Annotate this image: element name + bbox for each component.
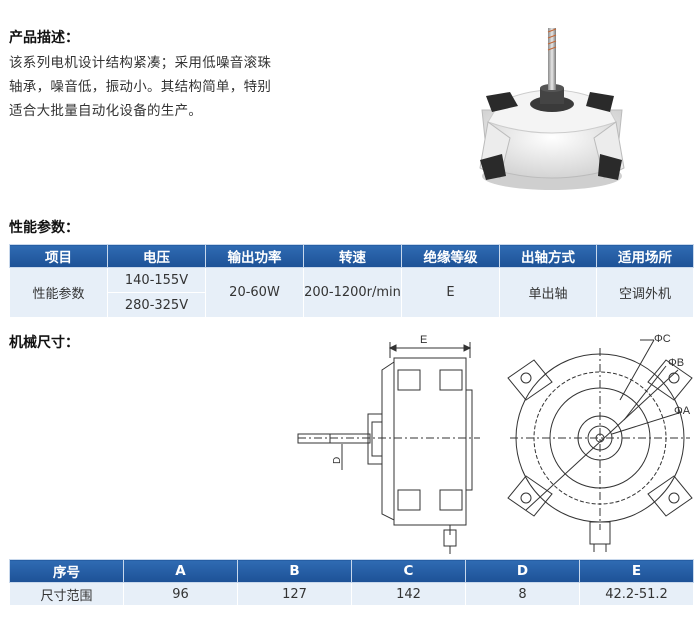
dimensions-table: 序号 A B C D E 尺寸范围 96 127 142 8 42.2-51.2 [9, 559, 694, 606]
header-cell: C [351, 559, 466, 583]
dimensions-heading: 机械尺寸： [9, 335, 79, 351]
dimensions-header-row: 序号 A B C D E [9, 559, 694, 583]
dimension-value: 127 [237, 582, 352, 606]
dimension-value: 142 [351, 582, 466, 606]
label-a: ΦA [674, 405, 691, 417]
shaft-cell: 单出轴 [499, 267, 597, 318]
dimension-value: 42.2-51.2 [579, 582, 694, 606]
label-e: E [420, 334, 427, 346]
row-label: 性能参数 [9, 267, 108, 318]
usage-cell: 空调外机 [596, 267, 694, 318]
performance-table: 项目 电压 输出功率 转速 绝缘等级 出轴方式 适用场所 性能参数 140-15… [9, 244, 694, 318]
header-cell: 转速 [303, 244, 402, 268]
product-description: 该系列电机设计结构紧凑；采用低噪音滚珠 轴承，噪音低，振动小。其结构简单，特别 … [9, 51, 299, 123]
front-view: ΦC ΦB ΦA [507, 333, 693, 552]
header-cell: 适用场所 [596, 244, 694, 268]
insulation-cell: E [401, 267, 500, 318]
label-d: D [332, 457, 343, 464]
header-cell: 输出功率 [205, 244, 304, 268]
description-line: 适合大批量自动化设备的生产。 [9, 103, 203, 119]
label-b: ΦB [668, 357, 684, 369]
header-cell: 序号 [9, 559, 124, 583]
dimensions-row: 尺寸范围 96 127 142 8 42.2-51.2 [9, 582, 694, 606]
header-cell: 出轴方式 [499, 244, 597, 268]
performance-heading: 性能参数： [9, 220, 79, 236]
dimension-value: 96 [123, 582, 238, 606]
header-cell: D [465, 559, 580, 583]
header-cell: 项目 [9, 244, 108, 268]
voltage-cell: 280-325V [107, 292, 206, 318]
header-cell: 电压 [107, 244, 206, 268]
performance-header-row: 项目 电压 输出功率 转速 绝缘等级 出轴方式 适用场所 [9, 244, 694, 268]
header-cell: 绝缘等级 [401, 244, 500, 268]
power-cell: 20-60W [205, 267, 304, 318]
description-line: 轴承，噪音低，振动小。其结构简单，特别 [9, 79, 272, 95]
product-description-heading: 产品描述： [9, 30, 79, 46]
voltage-cell: 140-155V [107, 267, 206, 293]
row-label: 尺寸范围 [9, 582, 124, 606]
speed-cell: 200-1200r/min [303, 267, 402, 318]
header-cell: E [579, 559, 694, 583]
label-c: ΦC [654, 333, 671, 345]
header-cell: A [123, 559, 238, 583]
header-cell: B [237, 559, 352, 583]
description-line: 该系列电机设计结构紧凑；采用低噪音滚珠 [9, 55, 272, 71]
dimension-value: 8 [465, 582, 580, 606]
side-view: E D [297, 334, 480, 554]
performance-row: 280-325V [10, 292, 694, 318]
performance-row: 性能参数 140-155V 20-60W 200-1200r/min E 单出轴… [9, 267, 694, 318]
dimension-drawing: E D ΦC [297, 333, 693, 554]
motor-photo [479, 28, 625, 190]
